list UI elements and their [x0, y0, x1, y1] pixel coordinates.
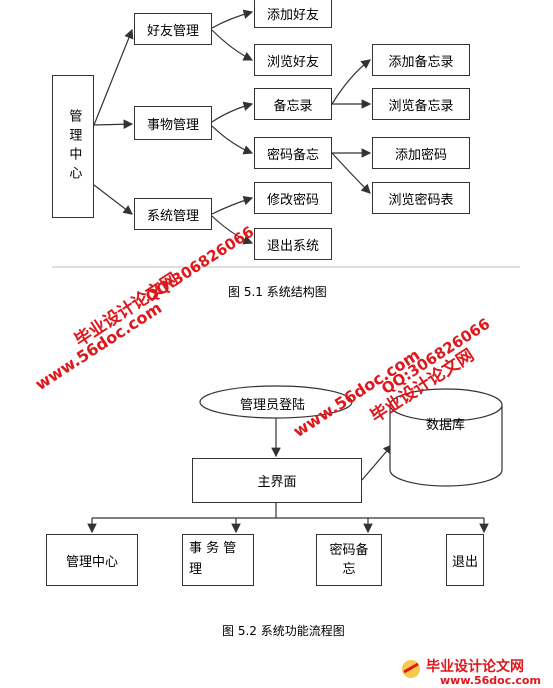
arrow-root-affairs [93, 119, 134, 130]
main-interface-node: 主界面 [192, 458, 362, 503]
node-browse-pwd-table: 浏览密码表 [372, 182, 470, 214]
module-affairs-mgmt: 事 务 管 理 [182, 534, 254, 586]
node-change-pwd: 修改密码 [254, 182, 332, 214]
arrow-root-system [93, 184, 133, 215]
arrow-main-db [361, 444, 393, 481]
node-add-pwd: 添加密码 [372, 137, 470, 169]
footer-title: 毕业设计论文网 [426, 659, 524, 675]
footer-logo: 毕业设计论文网 www.56doc.com [400, 656, 550, 687]
module-mgmt-center: 管理中心 [46, 534, 138, 586]
footer-url: www.56doc.com [440, 674, 541, 687]
node-affairs-mgmt: 事物管理 [134, 106, 212, 140]
node-browse-friend: 浏览好友 [254, 44, 332, 76]
logo-icon [402, 660, 420, 678]
database-cylinder [389, 388, 503, 487]
node-pwd-memo: 密码备忘 [254, 137, 332, 169]
root-label: 管理中心 [66, 108, 82, 185]
database-label: 数据库 [426, 418, 466, 433]
login-label: 管理员登陆 [240, 398, 306, 413]
module-pwd-memo: 密码备忘 [316, 534, 382, 586]
arrow-root-friend [93, 28, 134, 126]
node-add-memo: 添加备忘录 [372, 44, 470, 76]
module-exit: 退出 [446, 534, 484, 586]
node-system-mgmt: 系统管理 [134, 198, 212, 230]
node-friend-mgmt: 好友管理 [134, 13, 212, 45]
node-exit-system: 退出系统 [254, 228, 332, 260]
fig1-caption: 图 5.1 系统结构图 [228, 285, 327, 299]
node-add-friend: 添加好友 [254, 0, 332, 28]
fig2-caption: 图 5.2 系统功能流程图 [222, 624, 345, 638]
node-memo: 备忘录 [254, 88, 332, 120]
node-browse-memo: 浏览备忘录 [372, 88, 470, 120]
login-ellipse [199, 385, 353, 419]
root-node: 管理中心 [52, 75, 94, 218]
